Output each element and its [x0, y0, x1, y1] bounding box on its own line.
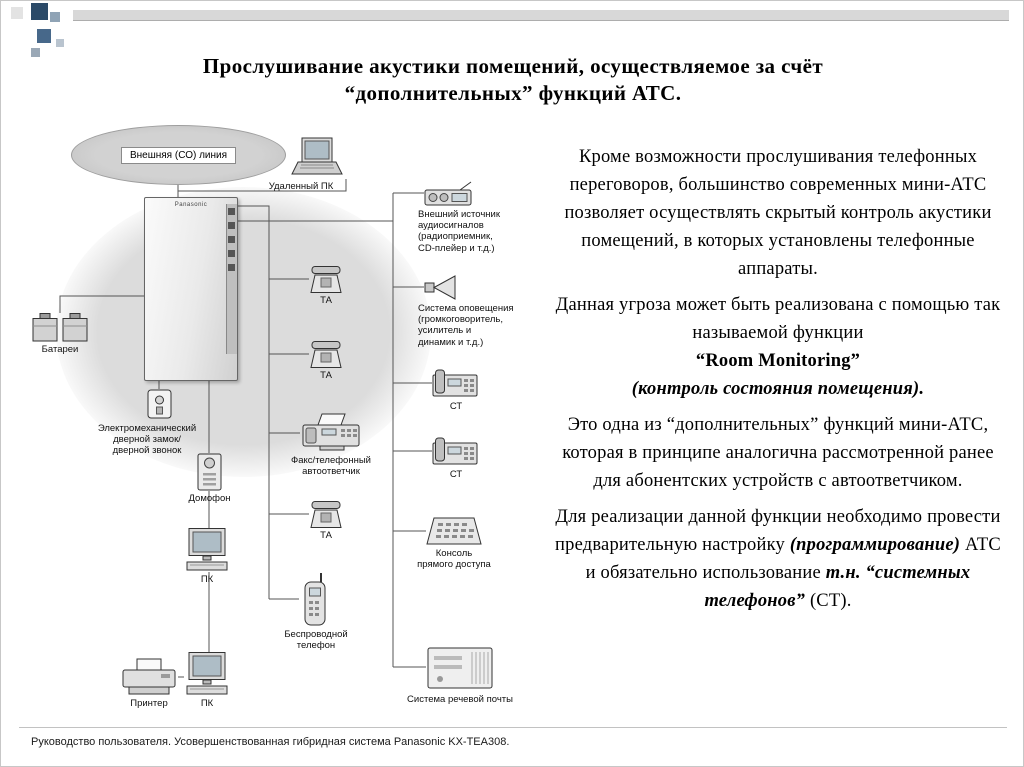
radio-icon [424, 181, 472, 206]
p4-text-a: Для реализации данной функции необходимо… [555, 507, 1001, 555]
label-printer: Принтер [130, 698, 168, 709]
device-doorphone [197, 453, 222, 491]
pbx-port-strip [226, 204, 237, 354]
corner-square-icon [37, 29, 51, 43]
battery-icon [32, 313, 58, 342]
device-pc-2 [184, 652, 230, 696]
device-fax [300, 413, 362, 453]
p4-text-c: АТС и обязательно использование [585, 535, 1001, 583]
paragraph-1: Кроме возможности прослушивания телефонн… [564, 147, 992, 279]
p4-text-f: (СТ). [805, 591, 852, 611]
label-batteries: Батареи [41, 344, 79, 355]
device-st-2 [432, 436, 478, 466]
desktop-pc-icon [186, 652, 228, 695]
body-text: Кроме возможности прослушивания телефонн… [549, 143, 1007, 623]
label-ta-1: ТА [320, 295, 332, 306]
corner-square-icon [56, 39, 64, 47]
device-st-1 [432, 368, 478, 398]
device-door-lock [147, 389, 172, 419]
connection-wires [59, 177, 432, 678]
label-fax: Факс/телефонный автоответчик [291, 455, 371, 478]
device-ta-1 [309, 265, 343, 294]
label-door-lock: Электромеханический дверной замок/ дверн… [97, 423, 197, 457]
external-line-ellipse: Внешняя (СО) линия [71, 125, 286, 185]
external-line-label: Внешняя (СО) линия [120, 146, 237, 164]
room-monitoring-label: “Room Monitoring” [695, 351, 861, 371]
paragraph-4: Для реализации данной функции необходимо… [549, 503, 1007, 615]
corner-square-icon [50, 12, 60, 22]
pbx-port-icon [228, 264, 235, 271]
device-remote-pc [289, 137, 343, 179]
label-cordless: Беспроводной телефон [284, 629, 348, 652]
doorphone-icon [197, 453, 222, 491]
label-pc-1: ПК [200, 574, 214, 585]
label-remote-pc: Удаленный ПК [268, 181, 334, 192]
device-voicemail [426, 644, 494, 691]
label-pc-2: ПК [200, 698, 214, 709]
device-paging [424, 274, 458, 300]
device-ta-3 [309, 500, 343, 529]
printer-icon [122, 658, 176, 695]
battery-icon [62, 313, 88, 342]
corner-square-icon [11, 7, 23, 19]
system-phone-icon [432, 437, 478, 465]
label-doorphone: Домофон [188, 493, 231, 504]
fax-icon [302, 413, 360, 451]
slide-title: Прослушивание акустики помещений, осущес… [202, 54, 824, 105]
desktop-pc-icon [186, 528, 228, 571]
p4-system-phones: “системных телефонов” [704, 563, 971, 611]
loudspeaker-icon [424, 275, 456, 300]
label-voicemail: Система речевой почты [407, 694, 513, 705]
paragraph-3: Это одна из “дополнительных” функций мин… [562, 415, 994, 491]
device-printer [120, 658, 178, 696]
label-audio-source: Внешний источник аудиосигналов (радиопри… [418, 209, 501, 254]
pbx-port-icon [228, 208, 235, 215]
p2-lead: Данная угроза может быть реализована с п… [555, 295, 1001, 343]
pbx-diagram: Внешняя (СО) линия Panasonic Удален [16, 111, 546, 729]
pbx-port-icon [228, 250, 235, 257]
pbx-port-icon [228, 236, 235, 243]
corner-square-icon [31, 48, 40, 57]
label-paging: Система оповещения (громкоговоритель, ус… [418, 303, 514, 348]
device-cordless [299, 572, 333, 627]
p4-tn: т.н. [825, 563, 861, 583]
background-ellipse [56, 187, 431, 477]
voicemail-unit-icon [427, 647, 493, 689]
phone-icon [310, 501, 342, 528]
label-ta-2: ТА [320, 370, 332, 381]
device-ta-2 [309, 340, 343, 369]
pbx-unit: Panasonic [144, 197, 238, 381]
phone-icon [310, 266, 342, 293]
p2-translation: (контроль состояния помещения). [631, 379, 925, 399]
console-icon [426, 517, 482, 545]
label-ta-3: ТА [320, 530, 332, 541]
corner-square-icon [31, 3, 48, 20]
door-lock-icon [147, 389, 172, 419]
paragraph-2: Данная угроза может быть реализована с п… [549, 291, 1007, 403]
device-batteries-2 [62, 313, 88, 342]
cordless-phone-icon [304, 573, 326, 626]
system-phone-icon [432, 369, 478, 397]
footer-divider [19, 727, 1007, 728]
label-st-1: СТ [449, 401, 463, 412]
footer-text: Руководство пользователя. Усовершенствов… [31, 736, 510, 748]
device-console [426, 516, 482, 546]
laptop-icon [291, 137, 343, 175]
pbx-brand: Panasonic [174, 202, 208, 208]
device-pc-1 [184, 528, 230, 572]
p4-programming: (программирование) [789, 535, 961, 555]
device-audio-source [424, 181, 474, 206]
label-console: Консоль прямого доступа [417, 548, 491, 571]
label-st-2: СТ [449, 469, 463, 480]
phone-icon [310, 341, 342, 368]
pbx-port-icon [228, 222, 235, 229]
device-batteries [32, 313, 58, 342]
top-decoration-band [73, 10, 1009, 21]
